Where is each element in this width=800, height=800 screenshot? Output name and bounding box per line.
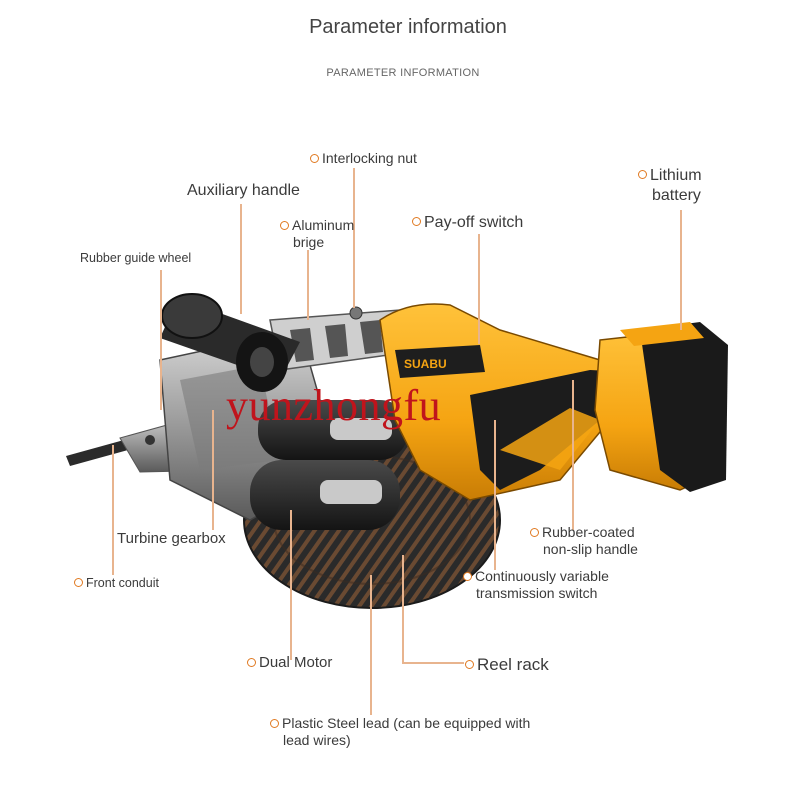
bullet-icon bbox=[74, 578, 83, 588]
leader-dual-motor bbox=[290, 510, 292, 660]
leader-front-conduit bbox=[112, 445, 114, 575]
watermark: yunzhongfu bbox=[226, 381, 442, 430]
leader-aluminum-brige bbox=[307, 250, 309, 320]
leader-auxiliary-handle bbox=[240, 204, 242, 314]
page-subtitle: PARAMETER INFORMATION bbox=[326, 67, 480, 79]
label-aluminum-brige: Aluminum brige bbox=[280, 217, 354, 251]
leader-reel-rack-h bbox=[402, 662, 464, 664]
brand-mark: SUABU bbox=[404, 357, 447, 371]
bullet-icon bbox=[412, 217, 421, 227]
page-title: Parameter information bbox=[309, 16, 507, 38]
bullet-icon bbox=[270, 718, 279, 728]
bullet-icon bbox=[247, 657, 256, 667]
bullet-icon bbox=[280, 220, 289, 230]
label-cvt-switch: Continuously variable transmission switc… bbox=[463, 568, 609, 602]
label-front-conduit: Front conduit bbox=[74, 575, 159, 592]
leader-lithium-battery bbox=[680, 210, 682, 330]
label-pay-off-switch: Pay-off switch bbox=[412, 214, 523, 231]
leader-turbine-gearbox bbox=[212, 410, 214, 530]
bullet-icon bbox=[463, 571, 472, 581]
label-interlocking-nut: Interlocking nut bbox=[310, 150, 417, 167]
label-rubber-guide-wheel: Rubber guide wheel bbox=[80, 251, 192, 265]
label-turbine-gearbox: Turbine gearbox bbox=[117, 530, 226, 547]
leader-rubber-handle bbox=[572, 380, 574, 530]
bullet-icon bbox=[638, 170, 647, 180]
leader-plastic-lead bbox=[370, 575, 372, 715]
leader-rubber-guide-wheel bbox=[160, 270, 162, 410]
auxiliary-handle bbox=[160, 293, 300, 392]
bullet-icon bbox=[530, 527, 539, 537]
dual-motor bbox=[250, 400, 408, 530]
label-dual-motor: Dual Motor bbox=[247, 654, 332, 671]
label-plastic-steel-lead: Plastic Steel lead (can be equipped with… bbox=[270, 715, 530, 749]
leader-interlocking-nut bbox=[353, 168, 355, 308]
leader-reel-rack-v bbox=[402, 555, 404, 663]
label-rubber-coated-handle: Rubber-coated non-slip handle bbox=[530, 524, 638, 558]
bullet-icon bbox=[465, 660, 474, 670]
label-lithium-battery: Lithium battery bbox=[638, 166, 702, 206]
label-reel-rack: Reel rack bbox=[465, 656, 549, 673]
label-auxiliary-handle: Auxiliary handle bbox=[187, 182, 300, 199]
leader-cvt-switch bbox=[494, 420, 496, 570]
leader-pay-off-switch bbox=[478, 234, 480, 344]
bullet-icon bbox=[310, 153, 319, 163]
lithium-battery-pack bbox=[594, 322, 728, 492]
